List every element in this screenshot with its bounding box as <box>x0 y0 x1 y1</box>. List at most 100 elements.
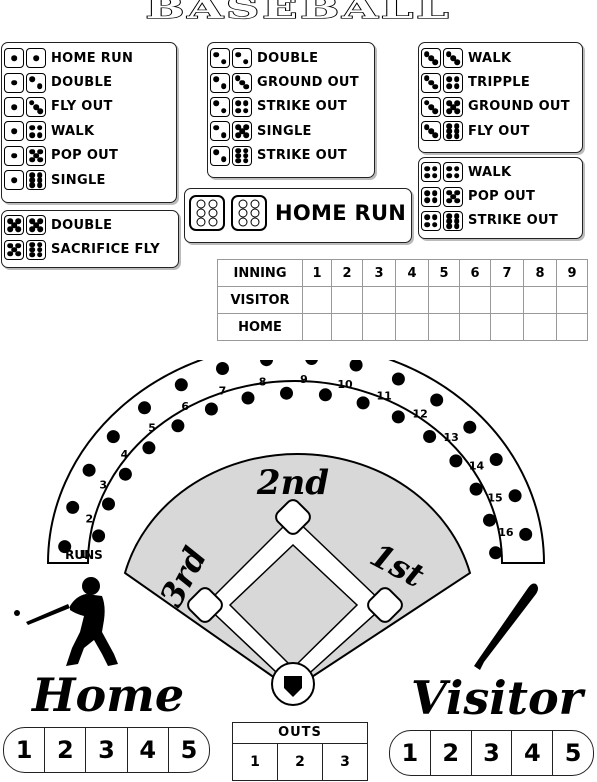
inning-number: 7 <box>490 259 524 287</box>
run-peg-hole[interactable] <box>430 393 444 407</box>
roll-result-label: STRIKE OUT <box>468 213 559 229</box>
score-cell[interactable] <box>331 286 363 314</box>
dice-pair <box>421 210 463 231</box>
roll-chart-sixes: HOME RUN <box>184 188 412 243</box>
score-cell[interactable] <box>362 286 396 314</box>
score-cell[interactable] <box>302 313 332 341</box>
run-number-label: 7 <box>219 384 227 397</box>
run-peg-hole[interactable] <box>204 402 218 416</box>
run-peg-hole[interactable] <box>174 378 188 392</box>
runs-counter-digit[interactable]: 3 <box>85 728 126 772</box>
run-number-label: 9 <box>300 373 308 386</box>
die-face-icon <box>189 195 225 231</box>
run-peg-hole[interactable] <box>423 430 437 443</box>
run-peg-hole[interactable] <box>519 527 533 541</box>
runs-counter-digit[interactable]: 5 <box>167 728 209 772</box>
score-cell[interactable] <box>523 313 557 341</box>
run-peg-hole[interactable] <box>171 419 185 433</box>
run-peg-hole[interactable] <box>102 497 115 511</box>
score-cell[interactable] <box>556 313 588 341</box>
score-cell[interactable] <box>302 286 332 314</box>
out-marker[interactable]: 1 <box>233 744 278 781</box>
run-peg-hole[interactable] <box>463 420 477 434</box>
score-cell[interactable] <box>523 286 557 314</box>
run-peg-hole[interactable] <box>449 454 463 468</box>
out-marker[interactable]: 2 <box>278 744 323 781</box>
run-peg-hole[interactable] <box>66 500 80 514</box>
runs-counter-digit[interactable]: 2 <box>44 728 85 772</box>
die-face-icon <box>232 121 252 142</box>
run-peg-hole[interactable] <box>216 362 229 375</box>
die-face-icon <box>26 145 46 166</box>
out-marker[interactable]: 3 <box>340 754 350 770</box>
score-cell[interactable] <box>428 286 460 314</box>
roll-result-label: HOME RUN <box>51 50 134 66</box>
run-peg-hole[interactable] <box>82 463 96 477</box>
roll-result-label: DOUBLE <box>51 75 113 91</box>
run-peg-hole[interactable] <box>92 529 106 543</box>
run-peg-hole[interactable] <box>106 430 120 444</box>
run-peg-hole[interactable] <box>318 388 332 402</box>
batter-icon <box>14 577 118 666</box>
first-base[interactable] <box>365 585 405 625</box>
roll-result-label: SINGLE <box>51 172 106 188</box>
runs-counter-digit[interactable]: 3 <box>470 731 512 775</box>
roll-result-row: WALK <box>419 160 582 184</box>
die-face-icon <box>4 48 24 69</box>
run-peg-hole[interactable] <box>260 360 273 367</box>
score-cell[interactable] <box>362 313 396 341</box>
run-peg-hole[interactable] <box>142 441 156 455</box>
dice-pair <box>4 145 46 166</box>
dice-pair <box>4 170 46 191</box>
score-cell[interactable] <box>395 286 429 314</box>
run-number-label: 2 <box>85 512 93 525</box>
run-number-label: 6 <box>181 400 189 413</box>
run-peg-hole[interactable] <box>349 360 363 372</box>
score-cell[interactable] <box>428 313 460 341</box>
runs-counter-digit[interactable]: 1 <box>15 736 33 764</box>
runs-counter-digit[interactable]: 2 <box>429 731 471 775</box>
die-face-icon <box>26 48 46 69</box>
run-peg-hole[interactable] <box>469 482 483 496</box>
runs-counter-digit[interactable]: 5 <box>552 731 593 775</box>
roll-result-label: HOME RUN <box>275 201 407 225</box>
inning-number: 8 <box>523 259 557 287</box>
score-cell[interactable] <box>490 286 524 314</box>
die-face-icon <box>210 72 230 93</box>
run-peg-hole[interactable] <box>489 453 503 466</box>
score-cell[interactable] <box>490 313 524 341</box>
score-cell[interactable] <box>331 313 363 341</box>
run-peg-hole[interactable] <box>58 540 72 554</box>
roll-result-row: SINGLE <box>2 168 176 192</box>
run-peg-hole[interactable] <box>118 467 132 481</box>
run-peg-hole[interactable] <box>138 401 151 415</box>
second-base[interactable] <box>273 497 313 537</box>
runs-counter-digit[interactable]: 1 <box>401 739 419 767</box>
inning-number: 3 <box>362 259 396 287</box>
run-peg-hole[interactable] <box>391 410 405 424</box>
run-peg-hole[interactable] <box>508 489 522 503</box>
score-cell[interactable] <box>395 313 429 341</box>
third-base[interactable] <box>185 585 225 625</box>
roll-result-row: WALK <box>2 119 176 143</box>
run-peg-hole[interactable] <box>305 360 318 365</box>
runs-counter-digit[interactable]: 4 <box>126 728 168 772</box>
roll-result-row: HOME RUN <box>2 46 176 70</box>
run-peg-hole[interactable] <box>241 391 255 405</box>
run-peg-hole[interactable] <box>483 513 496 527</box>
die-face-icon <box>443 96 463 117</box>
visitor-label: Visitor <box>411 671 583 725</box>
run-peg-hole[interactable] <box>280 386 293 400</box>
roll-result-label: FLY OUT <box>51 99 113 115</box>
roll-result-label: STRIKE OUT <box>257 148 348 164</box>
score-cell[interactable] <box>459 313 491 341</box>
run-peg-hole[interactable] <box>356 396 370 410</box>
score-cell[interactable] <box>459 286 491 314</box>
run-peg-hole[interactable] <box>391 372 405 386</box>
score-cell[interactable] <box>556 286 588 314</box>
run-peg-hole[interactable] <box>489 546 503 560</box>
runs-counter-digit[interactable]: 4 <box>511 731 552 775</box>
die-face-icon <box>443 48 463 69</box>
